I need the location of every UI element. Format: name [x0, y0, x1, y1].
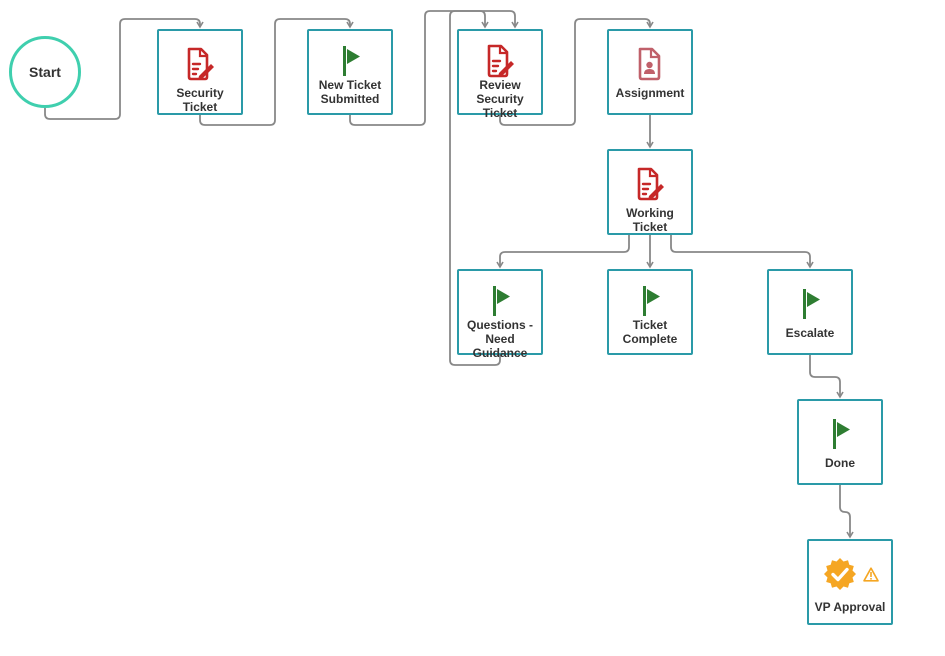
document-edit-icon — [459, 44, 541, 78]
node-working-ticket[interactable]: Working Ticket — [607, 149, 693, 235]
warning-icon — [863, 567, 879, 587]
edge-review-security-ticket-to-assignment[interactable] — [499, 18, 654, 126]
flag-icon — [459, 284, 541, 318]
start-label: Start — [29, 64, 61, 80]
flag-icon — [799, 417, 881, 451]
node-label: Escalate — [785, 326, 835, 340]
edge-new-ticket-submitted-to-review-security-ticket[interactable] — [349, 10, 519, 126]
edge-security-ticket-to-new-ticket-submitted[interactable] — [199, 18, 354, 126]
node-ticket-complete[interactable]: Ticket Complete — [607, 269, 693, 355]
node-new-ticket-submitted[interactable]: New Ticket Submitted — [307, 29, 393, 115]
document-user-icon — [609, 47, 691, 81]
node-label: Ticket Complete — [622, 318, 678, 346]
node-security-ticket[interactable]: Security Ticket — [157, 29, 243, 115]
edge-questions-need-guidance-to-review-security-ticket[interactable] — [449, 10, 501, 366]
node-escalate[interactable]: Escalate — [767, 269, 853, 355]
node-label: Security Ticket — [176, 86, 224, 114]
node-label: Done — [825, 456, 855, 470]
node-label: New Ticket Submitted — [318, 78, 382, 106]
approval-badge-icon — [809, 557, 891, 591]
edge-working-ticket-to-questions-need-guidance[interactable] — [496, 234, 630, 269]
flag-icon — [609, 284, 691, 318]
node-label: Questions - Need Guidance — [466, 318, 533, 360]
node-assignment[interactable]: Assignment — [607, 29, 693, 115]
node-vp-approval[interactable]: VP Approval — [807, 539, 893, 625]
document-edit-icon — [159, 47, 241, 81]
edge-escalate-to-done[interactable] — [809, 354, 844, 399]
edge-working-ticket-to-escalate[interactable] — [670, 234, 814, 269]
node-label: Review Security Ticket — [476, 78, 524, 120]
node-label: Working Ticket — [626, 206, 674, 234]
flag-icon — [309, 44, 391, 78]
node-questions-need-guidance[interactable]: Questions - Need Guidance — [457, 269, 543, 360]
flag-icon — [769, 287, 851, 321]
edge-done-to-vp-approval[interactable] — [839, 484, 854, 539]
edge-start-to-security-ticket[interactable] — [44, 18, 204, 120]
node-label: Assignment — [615, 86, 685, 100]
start-node[interactable]: Start — [9, 36, 81, 108]
document-edit-icon — [609, 167, 691, 201]
node-label: VP Approval — [814, 600, 886, 614]
node-review-security-ticket[interactable]: Review Security Ticket — [457, 29, 543, 120]
node-done[interactable]: Done — [797, 399, 883, 485]
